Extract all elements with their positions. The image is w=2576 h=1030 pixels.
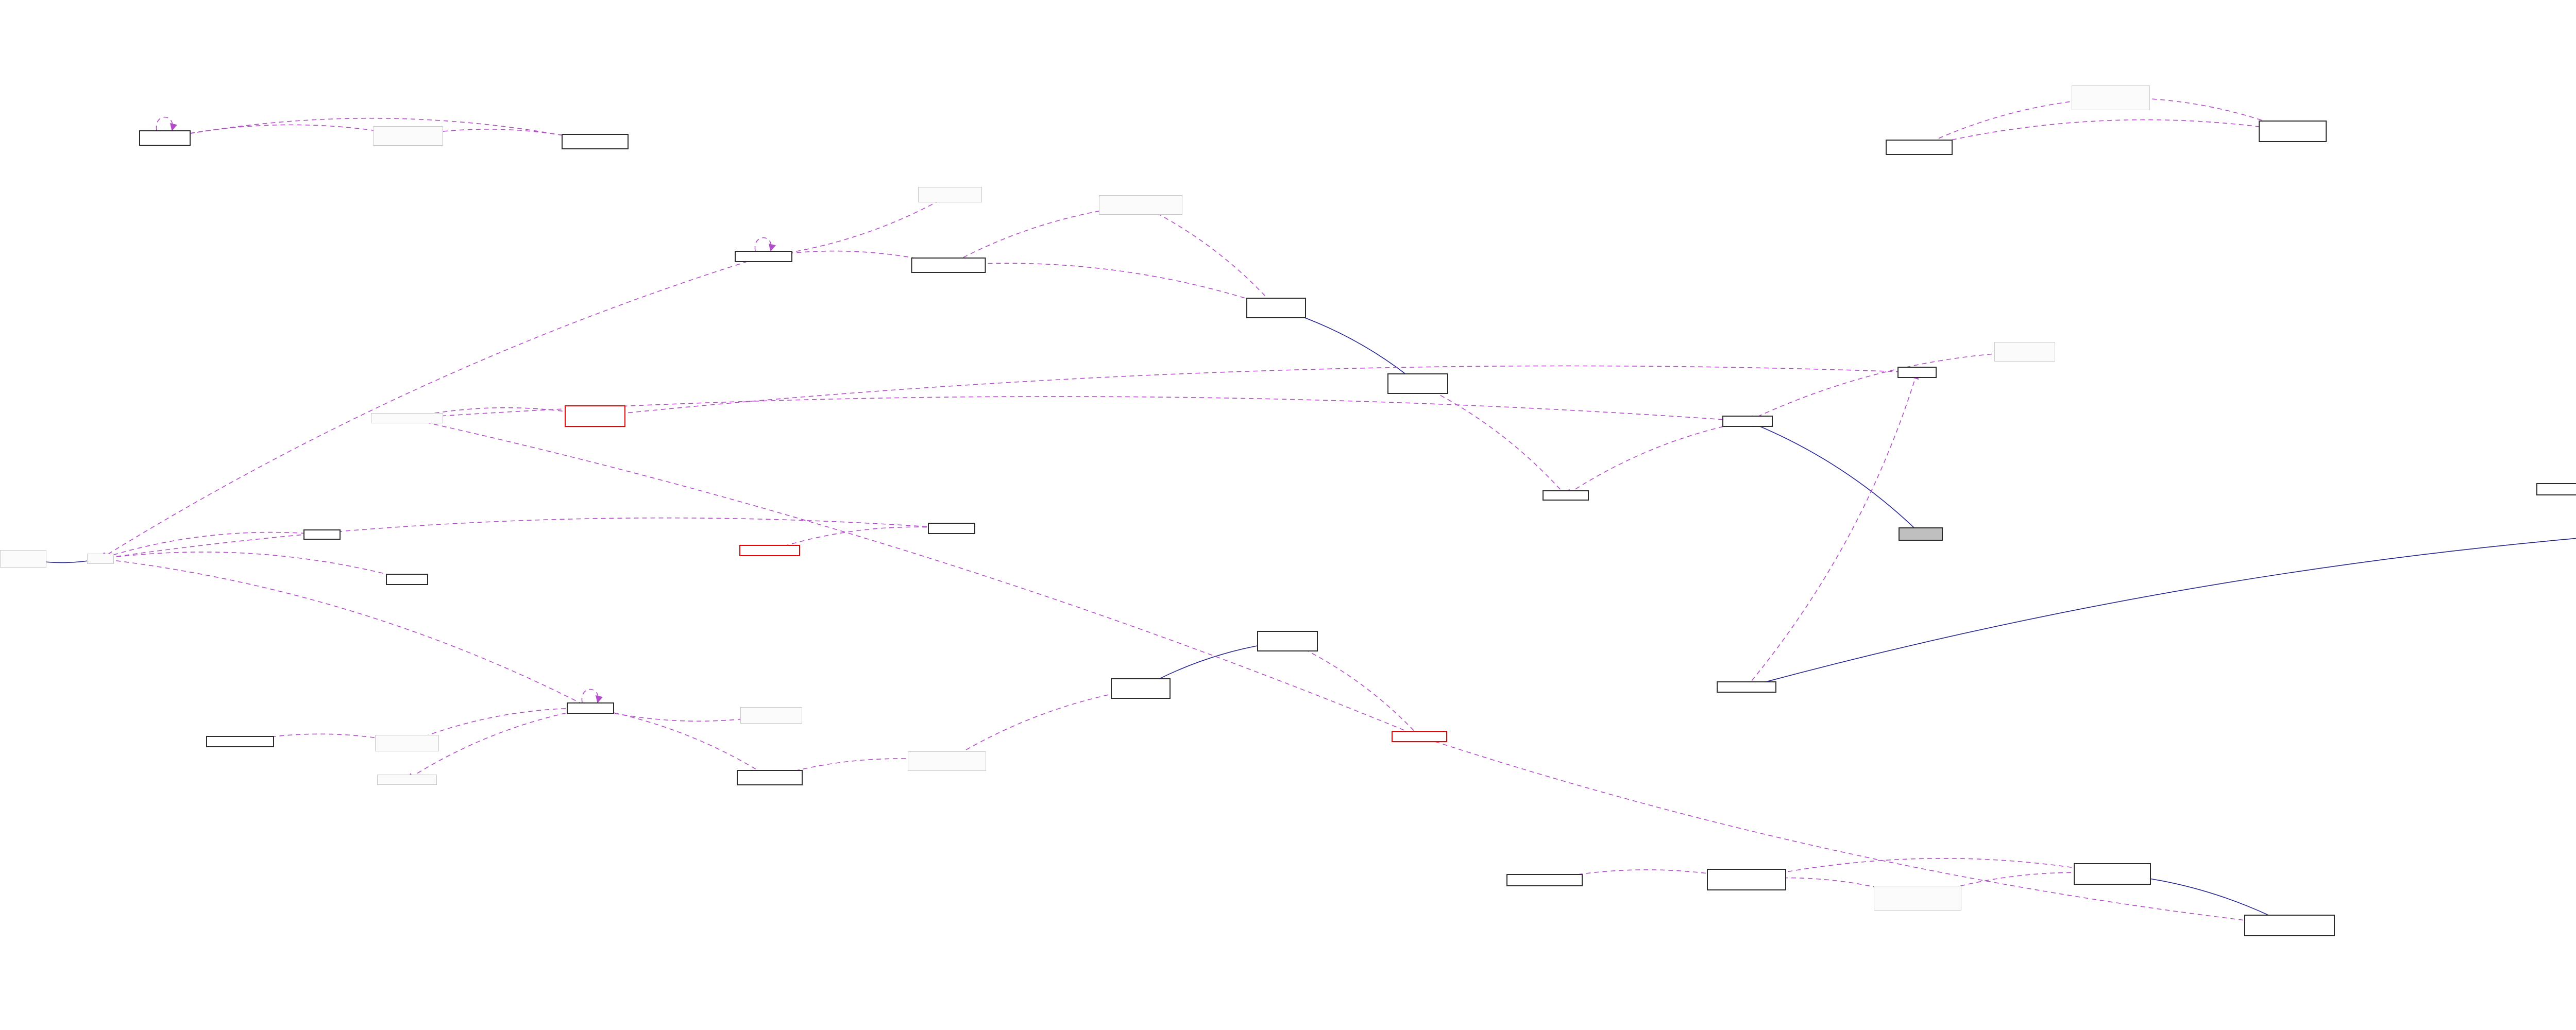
edge-usage	[1918, 119, 2293, 149]
edge-usage	[1417, 383, 1566, 496]
class-node-map_staskbase[interactable]	[2072, 85, 2150, 110]
class-node-std_string[interactable]	[87, 554, 114, 564]
class-node-basic_string[interactable]	[0, 550, 46, 568]
class-node-map_sxf[interactable]	[373, 126, 443, 146]
class-node-map_srb[interactable]	[908, 751, 986, 771]
class-node-vec_srbgraphics[interactable]	[375, 735, 439, 751]
class-node-vec_srbd[interactable]	[918, 187, 982, 202]
class-node-cml_srb[interactable]	[1111, 678, 1171, 699]
class-node-cml_asp[interactable]	[2074, 863, 2151, 885]
class-node-sobject[interactable]	[386, 574, 428, 585]
class-node-srigidbodydyn[interactable]	[735, 251, 792, 262]
class-node-srobotactuators[interactable]	[739, 545, 800, 556]
class-node-smlnode_staskbase[interactable]	[1886, 140, 1953, 155]
edge-usage	[946, 688, 1141, 762]
class-node-smlnode_srb[interactable]	[737, 770, 803, 785]
edge-usage	[1419, 736, 2291, 929]
edge-usage	[754, 237, 776, 252]
class-node-cmt_srb[interactable]	[1257, 631, 1318, 651]
class-node-smlnode_asp[interactable]	[1707, 869, 1786, 890]
class-node-smlnode_sxf[interactable]	[139, 130, 191, 146]
class-node-cml_staskbase[interactable]	[2259, 121, 2327, 142]
edge-inheritance	[1747, 420, 1921, 535]
class-node-map_taskbase_size[interactable]	[1994, 342, 2055, 362]
class-node-smlnode_srbd[interactable]	[911, 258, 986, 273]
class-node-cml_srbd[interactable]	[1246, 298, 1306, 318]
edge-usage	[99, 517, 952, 562]
edge-usage	[406, 416, 1420, 737]
class-node-cmt_srbd[interactable]	[1387, 373, 1448, 394]
edge-usage	[99, 556, 591, 709]
class-node-vec_sbool[interactable]	[377, 775, 437, 785]
class-node-sactuatorsetparsed[interactable]	[1506, 874, 1583, 886]
edge-usage	[156, 116, 177, 131]
edge-usage	[1140, 204, 1277, 308]
edge-usage	[99, 552, 408, 580]
class-node-sstring2[interactable]	[303, 529, 341, 540]
edge-inheritance	[1275, 306, 1418, 384]
class-node-sservo[interactable]	[2536, 483, 2576, 495]
edge-usage	[99, 531, 323, 561]
class-node-cml_sforce[interactable]	[565, 405, 625, 427]
class-node-cml_sxf[interactable]	[562, 134, 629, 149]
class-node-staskgc[interactable]	[1899, 527, 1943, 541]
edge-usage	[581, 689, 603, 703]
class-node-scontrollerbase[interactable]	[1717, 681, 1776, 693]
edge-usage	[1286, 640, 1420, 737]
class-node-srigidbody[interactable]	[567, 702, 614, 714]
class-node-sgcmodel[interactable]	[1543, 490, 1589, 501]
edge-usage	[947, 261, 1277, 308]
class-node-srbgraphics[interactable]	[206, 736, 274, 747]
edge-usage	[763, 194, 951, 257]
edge-usage	[1747, 351, 2025, 422]
class-node-cmpl_asp[interactable]	[2244, 915, 2335, 936]
class-node-map_asp[interactable]	[1874, 886, 1961, 911]
edge-usage	[99, 256, 764, 559]
class-node-map_srbd[interactable]	[1099, 195, 1182, 215]
class-node-srobotio[interactable]	[928, 523, 975, 534]
class-node-staskbase[interactable]	[1722, 416, 1773, 427]
class-node-srobot[interactable]	[1897, 367, 1937, 378]
edge-usage	[594, 365, 1918, 419]
edge-usage	[1745, 858, 2113, 882]
class-node-srobotparsed[interactable]	[1392, 731, 1447, 742]
edge-inheritance	[1745, 538, 2576, 689]
edge-usage	[1565, 421, 1748, 496]
class-node-vec_string[interactable]	[371, 413, 443, 423]
edge-usage	[164, 124, 409, 141]
class-node-vec_srb[interactable]	[740, 707, 802, 724]
edge-usage	[2559, 486, 2576, 494]
